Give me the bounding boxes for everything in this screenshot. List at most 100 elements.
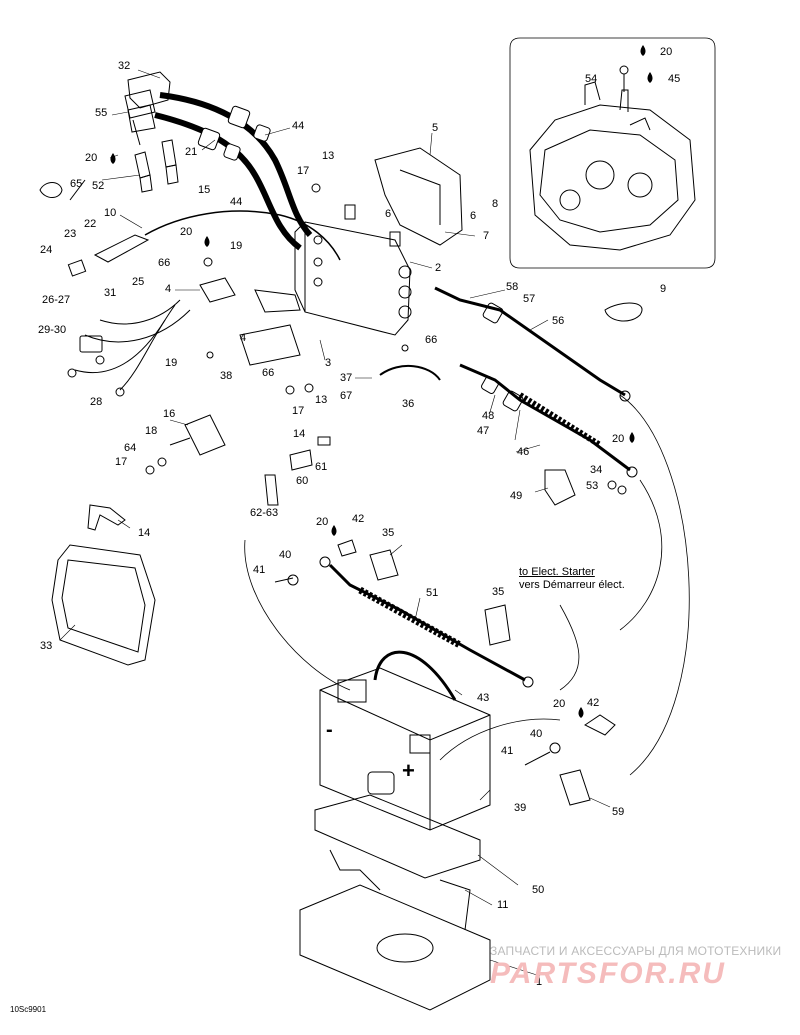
positive-cable: [319, 556, 534, 688]
wire-harness: [67, 210, 341, 277]
part-label-40: 40: [530, 728, 543, 740]
starter-note-english: to Elect. Starter: [519, 566, 595, 578]
ground-strap: [379, 364, 441, 381]
part-label-43: 43: [477, 692, 490, 704]
part-label-60: 60: [296, 475, 309, 487]
part-label-20: 20: [180, 226, 193, 238]
part-label-57: 57: [523, 293, 536, 305]
part-label-14: 14: [293, 428, 306, 440]
part-label-23: 23: [64, 228, 77, 240]
part-label-32: 32: [118, 60, 131, 72]
part-label-34: 34: [590, 464, 603, 476]
part-label-20: 20: [316, 516, 329, 528]
cable-tie: [604, 302, 643, 322]
diagram-code: 10Sc9901: [10, 1005, 47, 1014]
part-label-66: 66: [425, 334, 438, 346]
part-label-20: 20: [612, 433, 625, 445]
part-label-64: 64: [124, 442, 137, 454]
small-hardware: [39, 179, 627, 766]
part-label-33: 33: [40, 640, 53, 652]
part-label-17: 17: [292, 405, 305, 417]
part-label-66: 66: [262, 367, 275, 379]
cover-and-clip: [51, 504, 156, 666]
part-label-55: 55: [95, 107, 108, 119]
part-label-44: 44: [292, 120, 305, 132]
part-label-15: 15: [198, 184, 211, 196]
part-label-61: 61: [315, 461, 328, 473]
engine-head-inset: [509, 37, 716, 269]
part-label-40: 40: [279, 549, 292, 561]
grease-droplets: [110, 45, 653, 718]
part-label-24: 24: [40, 244, 53, 256]
relay-parts: [169, 277, 301, 456]
part-label-16: 16: [163, 408, 176, 420]
part-label-51: 51: [426, 587, 439, 599]
part-label-52: 52: [92, 180, 105, 192]
part-label-41: 41: [253, 564, 266, 576]
spark-plug-cables: [154, 92, 313, 251]
part-label-58: 58: [506, 281, 519, 293]
part-label-59: 59: [612, 806, 625, 818]
part-label-2: 2: [435, 262, 442, 274]
part-label-20: 20: [660, 46, 673, 58]
electrical-box: [294, 221, 412, 336]
battery: [319, 650, 491, 831]
part-label-36: 36: [402, 398, 415, 410]
part-label-19: 19: [230, 240, 243, 252]
part-label-50: 50: [532, 884, 545, 896]
part-label-65: 65: [70, 178, 83, 190]
part-label-53: 53: [586, 480, 599, 492]
part-label-5: 5: [432, 122, 439, 134]
watermark-tagline: ЗАПЧАСТИ И АКСЕССУАРЫ ДЛЯ МОТОТЕХНИКИ: [490, 944, 782, 958]
part-label-13: 13: [322, 150, 335, 162]
part-label-41: 41: [501, 745, 514, 757]
spark-plug-caps: [124, 71, 171, 146]
terminal-boots: [369, 469, 591, 806]
part-label-20: 20: [85, 152, 98, 164]
lower-wiring: [67, 299, 191, 397]
part-label-25: 25: [132, 276, 145, 288]
part-label-7: 7: [483, 230, 490, 242]
part-label-22: 22: [84, 218, 97, 230]
part-label-13: 13: [315, 394, 328, 406]
part-label-37: 37: [340, 372, 353, 384]
leader-lines: [59, 69, 611, 977]
part-label-26-27: 26-27: [42, 294, 71, 306]
part-label-10: 10: [104, 207, 117, 219]
starter-note-french: vers Démarreur élect.: [519, 579, 625, 591]
part-label-66: 66: [158, 257, 171, 269]
part-label-62-63: 62-63: [250, 507, 279, 519]
watermark-logo: PARTSFOR.RU: [490, 957, 726, 990]
part-label-35: 35: [382, 527, 395, 539]
bracket-5: [344, 147, 463, 247]
part-label-44: 44: [230, 196, 243, 208]
part-label-4: 4: [240, 332, 247, 344]
part-label-4: 4: [165, 283, 172, 295]
part-label-47: 47: [477, 425, 490, 437]
spark-plugs: [134, 139, 179, 193]
part-label-48: 48: [482, 410, 495, 422]
part-label-6: 6: [470, 210, 477, 222]
battery-negative-sign: -: [326, 719, 333, 741]
part-label-18: 18: [145, 425, 158, 437]
battery-pad: [314, 794, 481, 879]
part-label-38: 38: [220, 370, 233, 382]
part-label-46: 46: [517, 446, 530, 458]
part-label-31: 31: [104, 287, 117, 299]
battery-tray: [299, 849, 491, 1011]
part-label-20: 20: [553, 698, 566, 710]
part-label-67: 67: [340, 390, 353, 402]
part-label-42: 42: [587, 697, 600, 709]
part-label-17: 17: [115, 456, 128, 468]
part-label-35: 35: [492, 586, 505, 598]
part-label-39: 39: [514, 802, 527, 814]
part-label-42: 42: [352, 513, 365, 525]
part-label-11: 11: [497, 899, 509, 911]
part-label-28: 28: [90, 396, 103, 408]
battery-positive-sign: +: [402, 758, 415, 783]
part-label-3: 3: [325, 357, 332, 369]
part-label-9: 9: [660, 283, 667, 295]
part-label-6: 6: [385, 208, 392, 220]
battery-cables: [434, 286, 638, 478]
